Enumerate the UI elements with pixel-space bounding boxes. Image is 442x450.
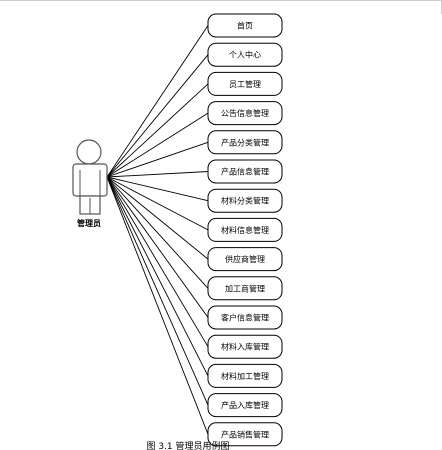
association-line (106, 141, 209, 178)
use-case-shape (207, 422, 283, 447)
association-line (106, 176, 209, 260)
use-case-box: 材料信息管理 (207, 217, 283, 242)
use-case-shape (207, 305, 283, 330)
association-line (106, 54, 209, 178)
use-case-label: 公告信息管理 (221, 108, 269, 118)
use-case-shape (207, 130, 283, 155)
use-case-shape (207, 334, 283, 359)
use-case-label: 员工管理 (229, 79, 261, 89)
use-case-shape (207, 393, 283, 418)
association-line (106, 83, 209, 178)
use-case-label: 供应商管理 (225, 254, 265, 264)
use-case-shape (207, 159, 283, 184)
use-case-box: 供应商管理 (207, 247, 283, 272)
use-case-box: 产品分类管理 (207, 130, 283, 155)
use-case-label: 材料入库管理 (221, 342, 269, 352)
use-case-label: 材料信息管理 (221, 225, 269, 235)
figure-caption: 图 3.1 管理员用例图 (146, 440, 229, 450)
use-case-box: 首页 (207, 13, 283, 38)
association-line (106, 176, 209, 406)
use-case-label: 材料加工管理 (221, 371, 269, 381)
association-line (106, 176, 209, 231)
association-line (106, 176, 209, 347)
use-case-label: 产品销售管理 (221, 429, 269, 439)
actor-head-icon (76, 139, 102, 165)
use-case-box: 产品信息管理 (207, 159, 283, 184)
use-case-label: 加工商管理 (225, 283, 265, 293)
use-case-box: 产品销售管理 (207, 422, 283, 447)
association-line (106, 176, 209, 318)
use-case-list: 首页个人中心员工管理公告信息管理产品分类管理产品信息管理材料分类管理材料信息管理… (207, 13, 283, 447)
association-line (106, 176, 209, 435)
association-line (106, 176, 209, 377)
association-line (106, 176, 209, 289)
use-case-shape (207, 42, 283, 67)
use-case-box: 材料加工管理 (207, 363, 283, 388)
use-case-shape (207, 217, 283, 242)
use-case-label: 产品分类管理 (221, 137, 269, 147)
association-line (106, 112, 209, 178)
use-case-label: 材料分类管理 (221, 196, 269, 206)
use-case-box: 个人中心 (207, 42, 283, 67)
actor-torso-icon (72, 163, 108, 197)
use-case-label: 个人中心 (229, 50, 261, 60)
association-line (106, 176, 209, 202)
use-case-label: 首页 (237, 21, 253, 31)
use-case-shape (207, 188, 283, 213)
association-line (106, 25, 209, 178)
use-case-shape (207, 247, 283, 272)
use-case-shape (207, 71, 283, 96)
use-case-shape (207, 276, 283, 301)
use-case-shape (207, 13, 283, 38)
association-line (106, 171, 209, 178)
use-case-box: 员工管理 (207, 71, 283, 96)
use-case-box: 产品入库管理 (207, 393, 283, 418)
use-case-box: 加工商管理 (207, 276, 283, 301)
use-case-shape (207, 101, 283, 126)
use-case-box: 客户信息管理 (207, 305, 283, 330)
use-case-box: 材料分类管理 (207, 188, 283, 213)
actor-figure (72, 139, 108, 215)
use-case-label: 产品信息管理 (221, 167, 269, 177)
use-case-label: 产品入库管理 (221, 400, 269, 410)
use-case-label: 客户信息管理 (221, 313, 269, 323)
actor-label: 管理员 (77, 218, 101, 228)
use-case-box: 材料入库管理 (207, 334, 283, 359)
use-case-shape (207, 363, 283, 388)
use-case-box: 公告信息管理 (207, 101, 283, 126)
association-lines (106, 25, 209, 435)
